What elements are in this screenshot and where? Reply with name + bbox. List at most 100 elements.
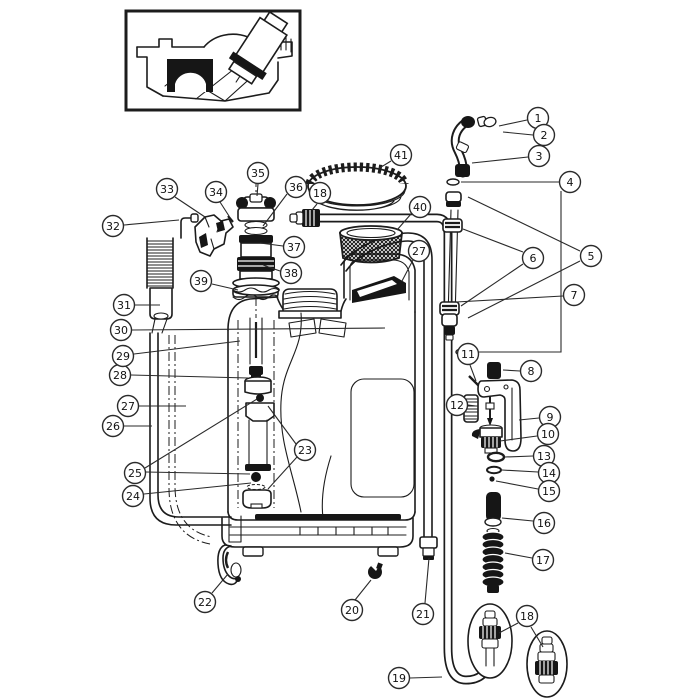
callout-19-19: 19: [387, 666, 411, 690]
leader-line-18-18: [530, 626, 544, 648]
filter-cartridge: [486, 492, 501, 521]
leader-line-21-21: [424, 557, 430, 604]
callout-16-15: 16: [532, 511, 556, 535]
svg-text:32: 32: [106, 220, 120, 233]
leader-line-23-23: [267, 456, 298, 490]
svg-text:30: 30: [114, 324, 128, 337]
callout-12-11: 12: [445, 393, 469, 417]
callout-21-21: 21: [411, 602, 435, 626]
svg-text:5: 5: [588, 250, 595, 263]
leader-line-10-9: [499, 435, 538, 442]
callout-14-13: 14: [537, 461, 561, 485]
check-ball-lower: [251, 472, 261, 482]
leader-line-25-25: [145, 471, 251, 475]
callout-32-33: 32: [101, 214, 125, 238]
leader-line-18-17: [311, 203, 318, 211]
valve-housing-lower: [242, 489, 272, 509]
callout-40-41: 40: [408, 195, 432, 219]
leader-line-11-10: [469, 364, 477, 382]
svg-text:2: 2: [541, 129, 548, 142]
callout-24-24: 24: [121, 484, 145, 508]
lever-pin: [227, 215, 234, 223]
strap-hook: [217, 544, 242, 586]
callout-26-26: 26: [101, 414, 125, 438]
svg-text:7: 7: [571, 289, 578, 302]
svg-text:14: 14: [542, 467, 556, 480]
callout-22-22: 22: [193, 590, 217, 614]
svg-text:13: 13: [537, 450, 551, 463]
leader-line-35-36: [256, 183, 259, 197]
svg-text:19: 19: [392, 672, 406, 685]
leader-line-38-39: [262, 264, 281, 272]
callout-36-37: 36: [284, 175, 308, 199]
callout-30-31: 30: [109, 318, 133, 342]
leader-line-41-42: [377, 160, 392, 170]
o-ring-top: [446, 178, 460, 186]
leader-line-18-18: [498, 622, 519, 634]
svg-text:33: 33: [160, 183, 174, 196]
svg-text:8: 8: [528, 365, 535, 378]
svg-text:41: 41: [394, 149, 408, 162]
leader-line-12-11: [467, 404, 477, 407]
leader-line-34-35: [219, 201, 230, 217]
frame-end-fitting: [419, 536, 438, 549]
callout-37-38: 37: [282, 235, 306, 259]
callout-41-42: 41: [389, 143, 413, 167]
callout-10-9: 10: [536, 422, 560, 446]
svg-text:18: 18: [313, 187, 327, 200]
leader-line-4-3: [470, 191, 562, 353]
o-ring-large: [486, 451, 506, 463]
nozzle-detail-oval-left: [467, 603, 513, 679]
leader-line-22-22: [211, 573, 229, 594]
svg-text:23: 23: [298, 444, 312, 457]
leader-line-32-33: [123, 219, 180, 226]
leader-line-23-23: [267, 405, 297, 445]
svg-text:31: 31: [117, 299, 131, 312]
leader-line-6-5: [460, 263, 524, 307]
leader-line-16-15: [501, 517, 534, 522]
callout-6-5: 6: [521, 246, 545, 270]
callout-15-14: 15: [537, 479, 561, 503]
svg-text:16: 16: [537, 517, 551, 530]
svg-text:35: 35: [251, 167, 265, 180]
o-ring-small: [486, 465, 502, 475]
svg-text:37: 37: [287, 241, 301, 254]
leader-line-36-37: [262, 193, 288, 227]
svg-text:18: 18: [520, 610, 534, 623]
svg-text:39: 39: [194, 275, 208, 288]
svg-text:27: 27: [121, 400, 135, 413]
svg-text:22: 22: [198, 596, 212, 609]
valve-housing-upper: [245, 402, 275, 422]
callout-17-16: 17: [531, 548, 555, 572]
svg-text:29: 29: [116, 350, 130, 363]
grip-lower: [149, 287, 173, 320]
callout-11-10: 11: [456, 342, 480, 366]
leader-line-7-6: [455, 295, 564, 303]
callout-3-2: 3: [527, 144, 551, 168]
callout-38-39: 38: [279, 261, 303, 285]
leader-line-5-4: [467, 196, 581, 252]
leader-line-15-14: [495, 480, 539, 490]
svg-text:1: 1: [535, 112, 542, 125]
leader-line-2-1: [502, 131, 534, 136]
svg-text:11: 11: [461, 348, 475, 361]
svg-text:3: 3: [536, 150, 543, 163]
leader-line-29-30: [133, 340, 241, 355]
leader-line-33-34: [174, 196, 206, 218]
leader-line-24-24: [143, 482, 252, 495]
pump-handle: [146, 213, 234, 334]
valve-body: [479, 427, 503, 438]
svg-text:20: 20: [345, 604, 359, 617]
callout-18-17: 18: [308, 181, 332, 205]
leader-line-9-8: [518, 417, 540, 421]
spring: [481, 531, 505, 593]
leader-line-17-16: [504, 552, 533, 559]
callout-29-30: 29: [111, 344, 135, 368]
nozzle-detail-oval-right: [526, 630, 568, 698]
leader-line-28-29: [130, 374, 249, 379]
svg-text:36: 36: [289, 181, 303, 194]
leader-line-13-12: [504, 455, 534, 458]
